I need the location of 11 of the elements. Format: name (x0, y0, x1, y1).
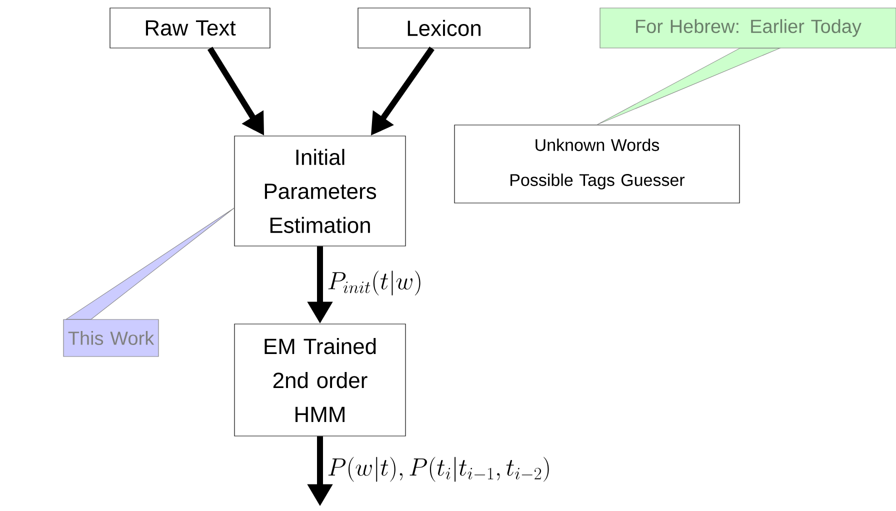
callout-box: This Work (63, 319, 159, 357)
callout-box: For Hebrew: Earlier Today (600, 8, 896, 48)
process-box: Initial Parameters Estimation (234, 136, 406, 246)
process-box: Raw Text (110, 8, 270, 48)
process-box: Lexicon (358, 8, 530, 48)
edge-label: $P_{init}(t|w)$ (326, 270, 424, 296)
process-box: EM Trained 2nd order HMM (234, 324, 406, 436)
process-box: Unknown Words Possible Tags Guesser (454, 124, 740, 204)
leader-line (66, 208, 234, 320)
edge-label: $P(w|t),P(t_i|t_{i-1},t_{i-2})$ (326, 456, 552, 483)
leader-line (596, 48, 780, 125)
